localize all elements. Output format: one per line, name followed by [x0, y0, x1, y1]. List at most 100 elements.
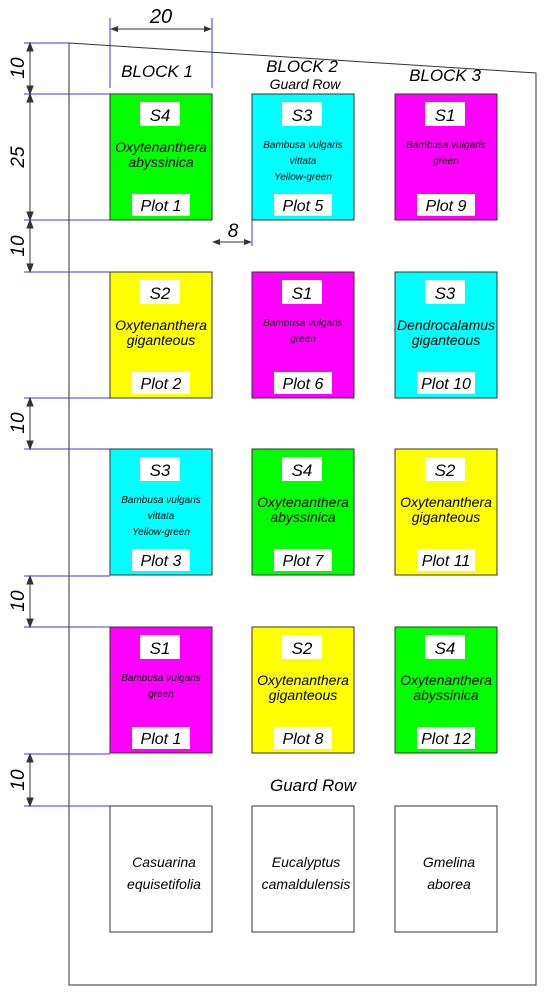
- plot-label-bg: [417, 372, 475, 394]
- species-name-line: vittata: [148, 511, 175, 522]
- plot-label: Plot 5: [283, 198, 324, 215]
- dimension-gap-label-2: 10: [8, 235, 29, 257]
- species-code: S1: [292, 284, 313, 303]
- guard-row-top-label: Guard Row: [270, 76, 342, 92]
- species-name-line: green: [433, 156, 459, 167]
- dimension-width-label: 20: [149, 6, 172, 28]
- plot-label: Plot 7: [283, 553, 325, 570]
- species-code-bg: [425, 457, 465, 481]
- guard-tree-box: Gmelina aborea: [394, 805, 498, 933]
- plot-label-bg: [132, 194, 190, 216]
- species-name-line: green: [148, 689, 174, 700]
- species-name-line: Oxytenanthera: [115, 317, 207, 333]
- species-code: S2: [150, 284, 171, 303]
- species-code-bg: [140, 635, 180, 659]
- plot-label: Plot 3: [141, 553, 182, 570]
- species-code-bg: [282, 457, 322, 481]
- species-name-line: Bambusa vulgaris: [121, 673, 200, 684]
- plot-label: Plot 12: [421, 731, 471, 748]
- dimension-width: 20: [109, 6, 213, 88]
- species-code-bg: [425, 280, 465, 304]
- species-name-line: giganteous: [412, 332, 481, 348]
- species-code: S3: [292, 106, 313, 125]
- species-name-line: Yellow-green: [132, 527, 190, 538]
- species-code: S1: [435, 106, 456, 125]
- species-name-line: giganteous: [127, 332, 196, 348]
- guard-tree-name-line: Eucalyptus: [272, 854, 340, 870]
- guard-tree-name-line: camaldulensis: [262, 876, 351, 892]
- species-code: S4: [150, 106, 171, 125]
- species-name-line: abyssinica: [413, 687, 479, 703]
- plot-label: Plot 9: [426, 198, 467, 215]
- species-code: S1: [150, 639, 171, 658]
- species-name-line: Bambusa vulgaris: [263, 318, 342, 329]
- guard-tree-name-line: aborea: [427, 876, 471, 892]
- species-name-line: green: [290, 334, 316, 345]
- plot-label: Plot 6: [283, 376, 324, 393]
- species-code-bg: [140, 280, 180, 304]
- species-code-bg: [282, 635, 322, 659]
- guard-tree-box: Eucalyptus camaldulensis: [251, 805, 355, 933]
- plot-label-bg: [274, 727, 332, 749]
- species-code: S2: [435, 461, 456, 480]
- species-name-line: Oxytenanthera: [257, 672, 349, 688]
- species-code: S4: [292, 461, 313, 480]
- plot-label-bg: [274, 372, 332, 394]
- species-name-line: Oxytenanthera: [115, 139, 207, 155]
- dimension-gap-label-4: 10: [8, 590, 29, 612]
- guard-tree-rect: [251, 805, 355, 933]
- guard-tree-name-line: Casuarina: [132, 854, 196, 870]
- plot-label-bg: [132, 727, 190, 749]
- dimension-gap-label-1: 10: [8, 57, 29, 79]
- species-name-line: Bambusa vulgaris: [406, 140, 485, 151]
- species-name-line: abyssinica: [128, 154, 194, 170]
- plot-label-bg: [274, 549, 332, 571]
- species-name-line: Oxytenanthera: [257, 494, 349, 510]
- species-code: S4: [435, 639, 456, 658]
- plot-label: Plot 11: [422, 553, 471, 570]
- species-name-line: vittata: [290, 156, 317, 167]
- plot-label-bg: [417, 549, 475, 571]
- species-code: S3: [150, 461, 171, 480]
- species-code-bg: [282, 280, 322, 304]
- species-name-line: Oxytenanthera: [400, 494, 492, 510]
- dimension-gap-label-3: 10: [8, 412, 29, 434]
- block-1-label: BLOCK 1: [121, 62, 193, 81]
- species-name-line: giganteous: [269, 687, 338, 703]
- species-name-line: abyssinica: [270, 509, 336, 525]
- guard-tree-name-line: Gmelina: [423, 854, 475, 870]
- plot-label: Plot 1: [141, 731, 182, 748]
- species-code-bg: [140, 457, 180, 481]
- plot-label: Plot 2: [141, 376, 182, 393]
- block-2-label: BLOCK 2: [266, 57, 338, 76]
- species-name-line: Yellow-green: [274, 172, 332, 183]
- dimension-vertical: [24, 42, 110, 807]
- guard-row-bottom-label: Guard Row: [270, 776, 358, 795]
- plot-label-bg: [132, 372, 190, 394]
- field-outline: [68, 42, 537, 986]
- plot-label-bg: [274, 194, 332, 216]
- dimension-spacing-label: 8: [228, 221, 239, 242]
- species-code-bg: [140, 102, 180, 126]
- species-code-bg: [425, 102, 465, 126]
- guard-tree-name-line: equisetifolia: [127, 876, 201, 892]
- plot-label: Plot 8: [283, 731, 324, 748]
- block-3-label: BLOCK 3: [409, 66, 481, 85]
- plot-label-bg: [132, 549, 190, 571]
- guard-tree-rect: [109, 805, 213, 933]
- species-code: S2: [292, 639, 313, 658]
